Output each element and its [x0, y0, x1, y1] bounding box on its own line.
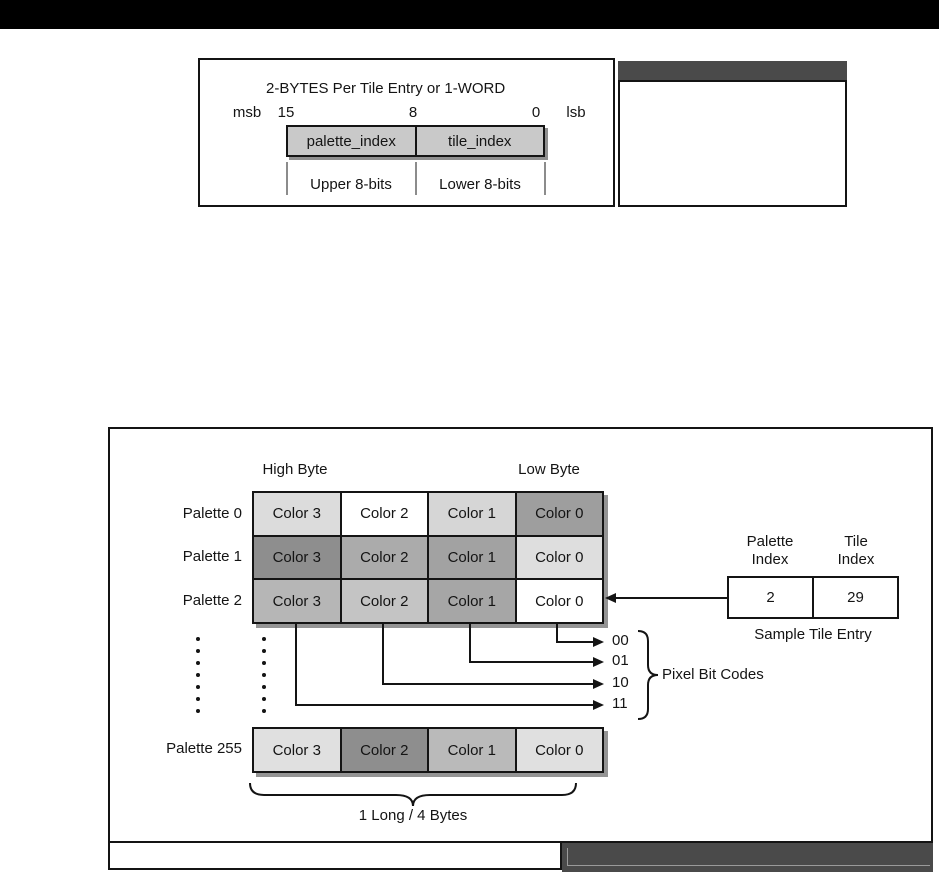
bitcode-line-10 [382, 683, 594, 685]
palette-cell: Color 3 [254, 729, 340, 771]
bit0-label: 0 [531, 104, 541, 121]
sample-tile-entry-caption: Sample Tile Entry [754, 626, 872, 643]
bit8-label: 8 [408, 104, 418, 121]
sample-tile-entry-box: 2 29 [727, 576, 899, 619]
palette-row-label: Palette 255 [166, 740, 242, 757]
ellipsis-dots-icon [196, 637, 200, 713]
sample-tile-value: 29 [814, 578, 897, 617]
palette-cell: Color 3 [254, 536, 340, 579]
top-black-bar [0, 0, 939, 29]
tick-bit15 [286, 162, 288, 195]
bit-code-01: 01 [612, 652, 629, 669]
long-bytes-caption: 1 Long / 4 Bytes [358, 807, 468, 824]
palette-cell: Color 3 [254, 493, 340, 535]
bitcode-line-11 [295, 704, 594, 706]
upper-bits-caption: Upper 8-bits [310, 176, 392, 193]
arrow-left-icon [605, 593, 616, 603]
palette-cell: Color 1 [429, 580, 515, 622]
sample-palette-header-line2: Index [751, 551, 789, 568]
arrow-right-icon [593, 700, 604, 710]
bitcode-line-00 [556, 641, 594, 643]
bitcode-line-01 [469, 624, 471, 663]
palette-row-label: Palette 2 [182, 592, 242, 609]
bit-code-00: 00 [612, 632, 629, 649]
low-byte-label: Low Byte [518, 461, 580, 478]
palette-cell: Color 2 [341, 729, 427, 771]
word-diagram-frame: 2-BYTES Per Tile Entry or 1-WORD msb 15 … [198, 58, 615, 207]
footer-dark-bar-inset [567, 848, 930, 866]
bitcode-line-01 [469, 661, 594, 663]
palette-cell: Color 2 [341, 580, 427, 622]
palette-cell: Color 1 [429, 729, 515, 771]
brace-icon [637, 630, 659, 720]
bit-code-10: 10 [612, 674, 629, 691]
palette-cell: Color 0 [516, 493, 602, 535]
ellipsis-dots-icon [262, 637, 266, 713]
bitcode-line-10 [382, 624, 384, 685]
palette-255-row: Color 3 Color 2 Color 1 Color 0 [252, 727, 604, 773]
tick-bit8 [415, 162, 417, 195]
sample-tile-header: Tile Index [813, 533, 899, 569]
palette-cell: Color 3 [254, 580, 340, 622]
tile-index-field: tile_index [416, 127, 543, 155]
sample-tile-header-line1: Tile [844, 533, 868, 550]
word-diagram-title: 2-BYTES Per Tile Entry or 1-WORD [266, 80, 506, 97]
palette-cell: Color 0 [516, 729, 602, 771]
palette-cell: Color 2 [341, 536, 427, 579]
palette-cell: Color 0 [516, 536, 602, 579]
sample-palette-header-line1: Palette [746, 533, 794, 550]
bitcode-line-11 [295, 624, 297, 706]
pixel-bit-codes-caption: Pixel Bit Codes [662, 666, 764, 683]
sample-tile-header-line2: Index [837, 551, 875, 568]
bit-code-11: 11 [612, 695, 628, 712]
side-table-body [618, 80, 847, 207]
arrow-right-icon [593, 657, 604, 667]
msb-label: msb [232, 104, 262, 121]
sample-palette-value: 2 [729, 578, 812, 617]
side-table-header-bar [618, 61, 847, 80]
arrow-right-icon [593, 637, 604, 647]
palette-row-label: Palette 0 [182, 505, 242, 522]
high-byte-label: High Byte [262, 461, 328, 478]
palette-table: Color 3 Color 2 Color 1 Color 0 Color 3 … [252, 491, 604, 624]
arrow-right-icon [593, 679, 604, 689]
palette-diagram-frame: High Byte Low Byte Palette 0 Palette 1 P… [108, 427, 933, 843]
footer-white-cell [108, 843, 562, 870]
lower-bits-caption: Lower 8-bits [439, 176, 521, 193]
tile-entry-word-box: palette_index tile_index [286, 125, 545, 157]
bit15-label: 15 [277, 104, 295, 121]
palette-cell: Color 1 [429, 536, 515, 579]
palette-index-field: palette_index [288, 127, 415, 155]
palette-cell: Color 2 [341, 493, 427, 535]
sample-arrow-line [616, 597, 727, 599]
sample-palette-header: Palette Index [727, 533, 813, 569]
lsb-label: lsb [566, 104, 586, 121]
tick-bit0 [544, 162, 546, 195]
bitcode-line-00 [556, 624, 558, 643]
underbrace-icon [249, 782, 577, 807]
palette-cell: Color 1 [429, 493, 515, 535]
palette-cell: Color 0 [516, 580, 602, 622]
palette-row-label: Palette 1 [182, 548, 242, 565]
footer-dark-bar [562, 843, 933, 872]
